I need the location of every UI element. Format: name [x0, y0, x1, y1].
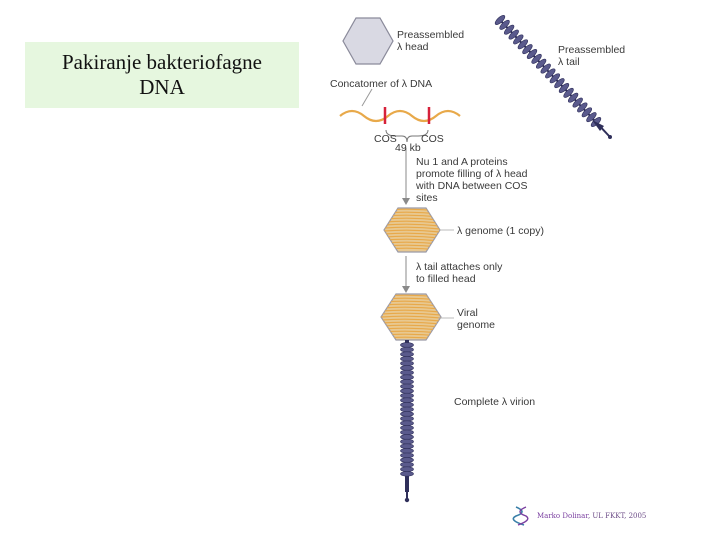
tail-ring [563, 87, 574, 98]
tail-ring [400, 420, 414, 426]
tail-ring [400, 461, 414, 468]
tail-ring [400, 379, 414, 385]
tail-ring [526, 49, 538, 59]
credit-name: Marko Dolinar [537, 512, 588, 520]
label-head-1: Preassembled [397, 29, 465, 41]
tail-ring [400, 356, 414, 362]
tail-ring [503, 24, 515, 35]
tail-ring [400, 392, 414, 399]
virion-tail [400, 340, 414, 503]
tail-ring [567, 92, 579, 103]
label-complete: Complete λ virion [454, 396, 536, 408]
tail-ring [400, 383, 414, 390]
dna-strand [381, 312, 441, 316]
tail-ring [400, 443, 414, 449]
label-step1-4: sites [416, 192, 438, 204]
tail-ring [499, 19, 510, 30]
tail-end [404, 497, 410, 503]
tail-ring [400, 438, 414, 445]
tail-ring [400, 471, 414, 477]
dna-strand [381, 321, 441, 325]
credit-text: Marko Dolinar, UL FKKT, 2005 [537, 512, 646, 520]
dna-strand [384, 226, 440, 230]
label-tail-1: Preassembled [558, 44, 626, 56]
tail-ring [400, 466, 414, 472]
label-concatemer: Concatomer of λ DNA [330, 78, 433, 90]
dna-strand [381, 318, 441, 322]
label-step1-3: with DNA between COS [416, 180, 528, 192]
tail-ring [400, 374, 414, 380]
tail-ring [400, 434, 414, 440]
label-step2-1: λ tail attaches only [416, 261, 503, 273]
dna-strand [384, 229, 440, 233]
label-cos-left: COS [374, 133, 397, 145]
dna-strand [384, 232, 440, 236]
title-line-1: Pakiranje bakteriofagne [62, 50, 262, 74]
concatemer-dna [339, 109, 461, 123]
tail-ring [517, 39, 529, 50]
tail-ring [572, 97, 583, 108]
label-step2-2: to filled head [416, 273, 476, 285]
tail-ring [577, 102, 588, 113]
tail-ring [494, 15, 506, 25]
label-viral-2: genome [457, 319, 495, 331]
tail-ring [400, 388, 414, 394]
arrowhead-1 [402, 198, 410, 205]
tail-ring [400, 402, 414, 408]
empty-head [342, 17, 394, 65]
arrowhead-2 [402, 286, 410, 293]
tail-ring [400, 346, 414, 353]
tail-ring [531, 53, 542, 64]
label-size: 49 kb [395, 142, 421, 154]
dna-strand [381, 309, 441, 313]
tail-ring [549, 73, 561, 84]
tail-ring [400, 457, 414, 463]
title-box: Pakiranje bakteriofagne DNA [25, 42, 299, 108]
tail-ring [400, 448, 414, 454]
tail-ring [400, 342, 414, 348]
label-step1-1: Nu 1 and A proteins [416, 156, 508, 168]
tail-ring [400, 411, 414, 417]
tail-ring [558, 83, 570, 93]
tail-ring [545, 68, 556, 79]
dna-helix-logo-icon [512, 506, 529, 526]
dna-strand [384, 223, 440, 227]
tail-ring [554, 78, 565, 89]
credit-affiliation: , UL FKKT, 2005 [587, 512, 647, 520]
label-viral-1: Viral [457, 307, 478, 319]
label-head-2: λ head [397, 41, 429, 53]
dna-strand [381, 315, 441, 319]
tail-tip [592, 120, 604, 131]
tail-ring [513, 34, 524, 45]
preassembled-tail [494, 15, 612, 139]
tail-ring [400, 429, 414, 436]
tail-ring [400, 425, 414, 431]
label-step1-2: promote filling of λ head [416, 168, 528, 180]
tail-ring [540, 63, 551, 74]
tail-ring [508, 29, 519, 40]
tail-ring [522, 44, 533, 55]
title-line-2: DNA [139, 75, 185, 99]
cos-bracket [385, 129, 429, 143]
label-cos-right: COS [421, 133, 444, 145]
tail-ring [400, 406, 414, 413]
label-tail-2: λ tail [558, 56, 580, 68]
tail-ring [400, 369, 414, 376]
tail-ring [581, 107, 593, 118]
tail-ring [400, 360, 414, 367]
tail-ring [586, 112, 597, 123]
concatemer-pointer [361, 88, 373, 107]
tail-ring [400, 452, 414, 459]
tail-end [608, 135, 612, 139]
label-genome: λ genome (1 copy) [457, 225, 544, 237]
tail-ring [400, 397, 414, 403]
tail-ring [400, 351, 414, 357]
tail-ring [400, 415, 414, 422]
tail-ring [400, 365, 414, 371]
tail-ring [535, 58, 547, 69]
